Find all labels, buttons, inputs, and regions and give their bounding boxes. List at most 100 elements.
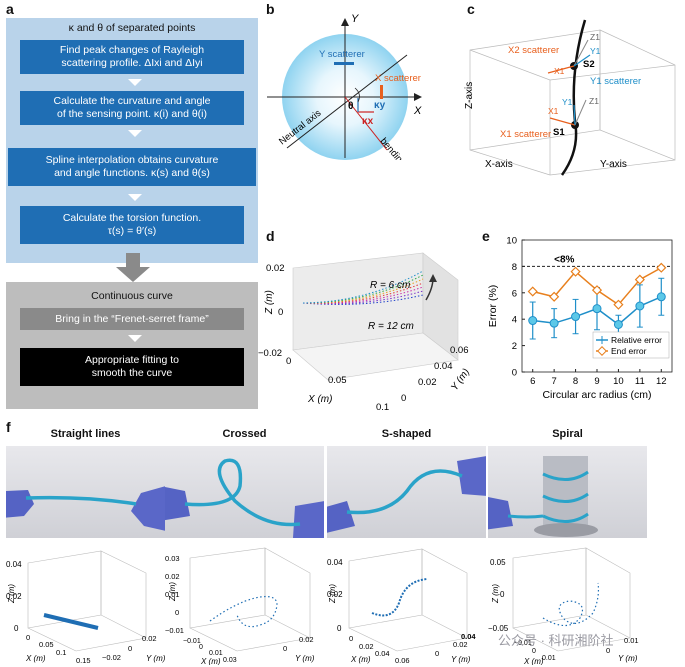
p4-y-label: Y (m)	[618, 654, 638, 663]
p1-y-label: Y (m)	[146, 654, 165, 663]
panel-c-label: c	[467, 1, 475, 17]
bending-text: bending	[378, 136, 408, 160]
d-ytick-3: 0.06	[450, 345, 469, 356]
c-x-axis-text: X-axis	[485, 159, 513, 170]
r6-text: R = 6 cm	[370, 280, 410, 291]
b-x-axis-text: X	[413, 105, 422, 117]
curve-spiral	[542, 582, 600, 627]
p1-ztick: 0.02	[6, 592, 22, 601]
panel-b-label: b	[266, 1, 275, 17]
title-s-shaped: S-shaped	[381, 428, 432, 440]
d-xtick-0: 0	[286, 356, 291, 367]
flow-arrow	[128, 130, 142, 137]
flow-box-line: Calculate the torsion function.	[62, 212, 202, 224]
p3-xtick: 0.06	[395, 656, 410, 665]
plot-s-shaped: 0.04 0.02 0 0 0.02 0.04 0.06 0 0.02 0.04…	[327, 548, 476, 665]
plot-spiral: 0.05 0 −0.05 −0.01 0 0.01 0 0.01 Z (m) X…	[488, 547, 639, 665]
p3-z-label: Z (m)	[328, 584, 337, 604]
y1-low-text: Y1	[562, 97, 573, 107]
p3-ytick: 0.04	[461, 632, 476, 641]
e-y-label: Error (%)	[487, 285, 499, 328]
relative-error-point-6	[656, 292, 666, 302]
flow-bottom-panel: Continuous curve Bring in the “Frenet-se…	[6, 282, 258, 409]
panel-f-label: f	[6, 419, 11, 435]
p3-ztick: 0.02	[327, 590, 343, 599]
e-xtick-4: 10	[613, 376, 624, 387]
p2-ztick: 0.03	[165, 554, 180, 563]
ky-text: κy	[374, 100, 386, 111]
e-ytick-2: 4	[512, 315, 517, 326]
e-xtick-5: 11	[635, 376, 645, 387]
e-xtick-1: 7	[551, 376, 556, 387]
p3-xtick: 0.02	[359, 642, 374, 651]
flow-arrow	[128, 335, 142, 342]
flow-box-line: τ(s) = θ′(s)	[107, 225, 157, 237]
big-down-arrow	[116, 253, 150, 282]
p1-ytick: 0	[128, 644, 132, 653]
threshold-annotation: <8%	[554, 254, 574, 265]
p3-y-label: Y (m)	[451, 655, 471, 664]
curve-crossed	[209, 595, 278, 628]
p2-z-label: Z (m)	[168, 582, 177, 602]
legend-relative: Relative error	[611, 335, 662, 345]
photo-spiral	[488, 446, 647, 538]
p4-ytick: 0.01	[624, 636, 639, 645]
e-xtick-2: 8	[573, 376, 578, 387]
theta-text: θ	[348, 101, 353, 112]
d-ztick-1: 0	[278, 307, 283, 318]
e-ytick-4: 8	[512, 262, 517, 273]
p3-ytick: 0.02	[453, 640, 468, 649]
flow-box-line: Spline interpolation obtains curvature	[45, 154, 219, 166]
p3-ztick: 0.04	[327, 558, 343, 567]
end-error-point-4	[613, 299, 624, 310]
title-spiral: Spiral	[552, 428, 583, 440]
p4-ztick: 0.05	[490, 558, 506, 567]
end-error-point-1	[549, 291, 560, 302]
flow-box-line: of the sensing point. κ(i) and θ(i)	[57, 108, 207, 120]
e-legend: Relative error End error	[592, 331, 670, 359]
s1-text: S1	[553, 127, 565, 138]
relative-error-point-3	[592, 304, 602, 314]
legend-end: End error	[611, 346, 647, 356]
relative-error-point-1	[549, 318, 559, 328]
x-scatterer-mark	[380, 85, 383, 99]
flow-box-line: and angle functions. κ(s) and θ(s)	[54, 167, 210, 179]
p1-ztick: 0	[14, 624, 19, 633]
neutral-axis-line	[286, 54, 408, 149]
curve-straight	[43, 613, 99, 630]
y1-scatterer-text: Y1 scatterer	[590, 76, 641, 87]
flow-box-spline: Spline interpolation obtains curvature a…	[8, 148, 256, 186]
p1-xtick: 0	[26, 633, 30, 642]
d-x-label: X (m)	[307, 394, 332, 405]
p1-xtick: 0.05	[39, 640, 54, 649]
d-y-label: Y (m)	[449, 367, 472, 393]
e-xtick-0: 6	[530, 376, 535, 387]
flow-box-line: Bring in the “Frenet-serret frame”	[55, 312, 209, 325]
panel-e-label: e	[482, 228, 490, 244]
p4-z-label: Z (m)	[491, 584, 500, 604]
p2-ytick: 0.02	[299, 635, 314, 644]
flow-arrow	[128, 79, 142, 86]
d-xtick-1: 0.05	[328, 375, 347, 386]
d-ztick-0: 0.02	[266, 263, 285, 274]
p3-x-label: X (m)	[350, 655, 371, 664]
z1-top-text: Z1	[590, 32, 600, 42]
photo-crossed	[165, 446, 324, 538]
flow-box-line: Calculate the curvature and angle	[53, 95, 211, 107]
fiber-3d-diagram: Z-axis X-axis Y-axis X2 scatterer Y1 sca…	[464, 19, 676, 176]
e-xtick-3: 9	[594, 376, 599, 387]
p4-xtick: 0.01	[542, 655, 556, 662]
e-ytick-3: 6	[512, 288, 517, 299]
p2-y-label: Y (m)	[295, 654, 315, 663]
x1-scatterer-text: X1 scatterer	[500, 129, 551, 140]
p1-ytick: −0.02	[102, 653, 121, 662]
d-ytick-2: 0.04	[434, 361, 453, 372]
title-straight: Straight lines	[50, 428, 121, 440]
end-error-point-3	[591, 285, 603, 296]
curve-s-shaped	[371, 578, 428, 617]
p2-xtick: −0.01	[183, 638, 201, 645]
e-x-label: Circular arc radius (cm)	[542, 389, 651, 401]
x1-low-text: X1	[548, 106, 559, 116]
title-crossed: Crossed	[222, 428, 267, 440]
